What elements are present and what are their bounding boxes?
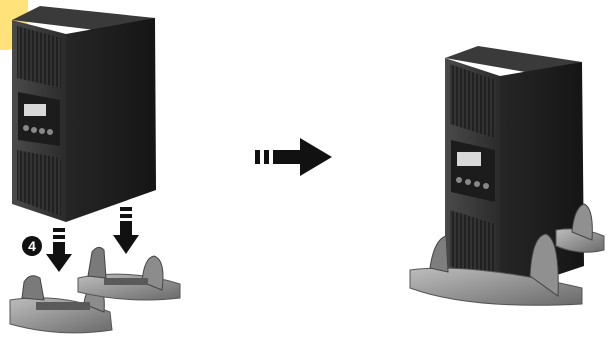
down-arrow-icon — [46, 228, 72, 272]
panel-button — [474, 181, 480, 187]
front-panel-left — [18, 92, 60, 146]
panel-button — [39, 128, 45, 134]
lcd-display — [457, 152, 481, 166]
panel-button — [483, 183, 489, 189]
panel-button — [465, 179, 471, 185]
ups-unit-left — [12, 6, 156, 222]
lcd-display — [24, 104, 46, 116]
down-arrow-icon — [113, 207, 139, 254]
panel-button — [23, 125, 29, 131]
step-number-badge: 4 — [22, 236, 42, 256]
panel-button — [31, 127, 37, 133]
ups-unit-right — [445, 46, 584, 294]
front-panel-right — [451, 140, 495, 202]
stand-base-left-rear — [78, 247, 180, 300]
panel-button — [47, 129, 53, 135]
right-arrow-icon — [255, 138, 332, 176]
panel-button — [456, 177, 462, 183]
